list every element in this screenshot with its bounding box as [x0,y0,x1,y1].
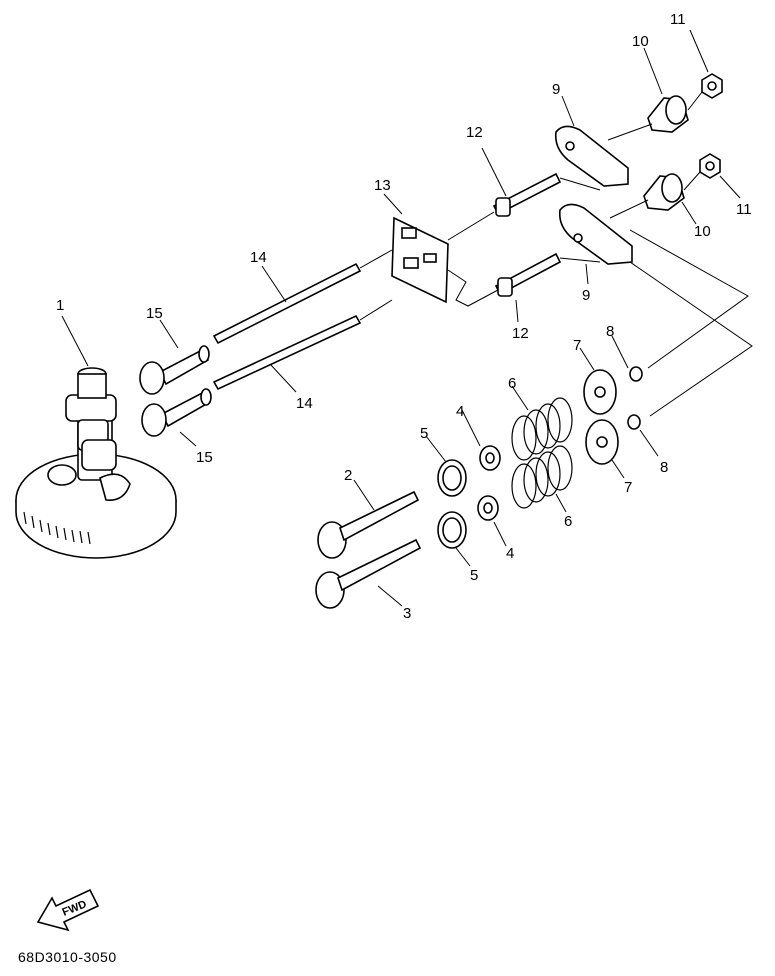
callout-12-upper: 12 [466,124,483,141]
pivot-nut-lower-part [643,173,685,211]
valve-cotter-upper-part [629,366,643,382]
tappet-lower-part [141,388,212,437]
spring-seat-washer-upper-part [437,459,467,497]
callout-13: 13 [374,177,391,194]
callout-11-upper: 11 [670,11,686,28]
callout-4-lower: 4 [506,545,514,562]
push-rod-upper-part [212,262,362,345]
rocker-arm-lower-part [558,203,633,265]
callout-9-upper: 9 [552,81,560,98]
stem-seal-lower-part [477,495,499,521]
drawing-code: 68D3010-3050 [18,949,117,965]
callout-6-lower: 6 [564,513,572,530]
pushrod-guide-plate-part [391,216,449,304]
rocker-arm-upper-part [554,125,629,187]
callout-15-lower: 15 [196,449,213,466]
assembly-lines [359,91,753,417]
valve-cotter-lower-part [627,414,641,430]
exhaust-valve-part [315,538,422,609]
spring-retainer-upper-part [583,369,617,415]
tappet-upper-part [139,345,210,395]
callout-6-upper: 6 [508,375,516,392]
rocker-stud-upper-part [492,172,562,217]
callout-11-lower: 11 [736,201,752,218]
callout-7-lower: 7 [624,479,632,496]
callout-9-lower: 9 [582,287,590,304]
callout-8-lower: 8 [660,459,668,476]
push-rod-lower-part [212,314,362,391]
spring-seat-washer-lower-part [437,511,467,549]
rocker-stud-lower-part [494,252,562,297]
spring-retainer-lower-part [585,419,619,465]
callout-4-upper: 4 [456,403,464,420]
lock-nut-upper-part [701,73,723,99]
callout-3: 3 [403,605,411,622]
callout-15-upper: 15 [146,305,163,322]
stem-seal-upper-part [479,445,501,471]
callout-5-lower: 5 [470,567,478,584]
callout-8-upper: 8 [606,323,614,340]
callout-12-lower: 12 [512,325,529,342]
callout-10-lower: 10 [694,223,711,240]
pivot-nut-upper-part [647,95,689,133]
callout-2: 2 [344,467,352,484]
callout-1: 1 [56,297,64,314]
callout-14-upper: 14 [250,249,267,266]
callout-5-upper: 5 [420,425,428,442]
callout-leaders [61,29,741,607]
camshaft-gear-part [15,367,177,559]
forward-direction-arrow-icon: FWD [36,888,100,932]
callout-14-lower: 14 [296,395,313,412]
valve-spring-lower-part [511,445,573,509]
callout-labels: 1 2 3 4 4 5 5 6 6 7 7 8 8 9 9 10 10 11 1… [56,11,752,622]
callout-10-upper: 10 [632,33,649,50]
intake-valve-part [317,490,420,559]
lock-nut-lower-part [699,153,721,179]
callout-7-upper: 7 [573,337,581,354]
valve-spring-upper-part [511,397,573,461]
